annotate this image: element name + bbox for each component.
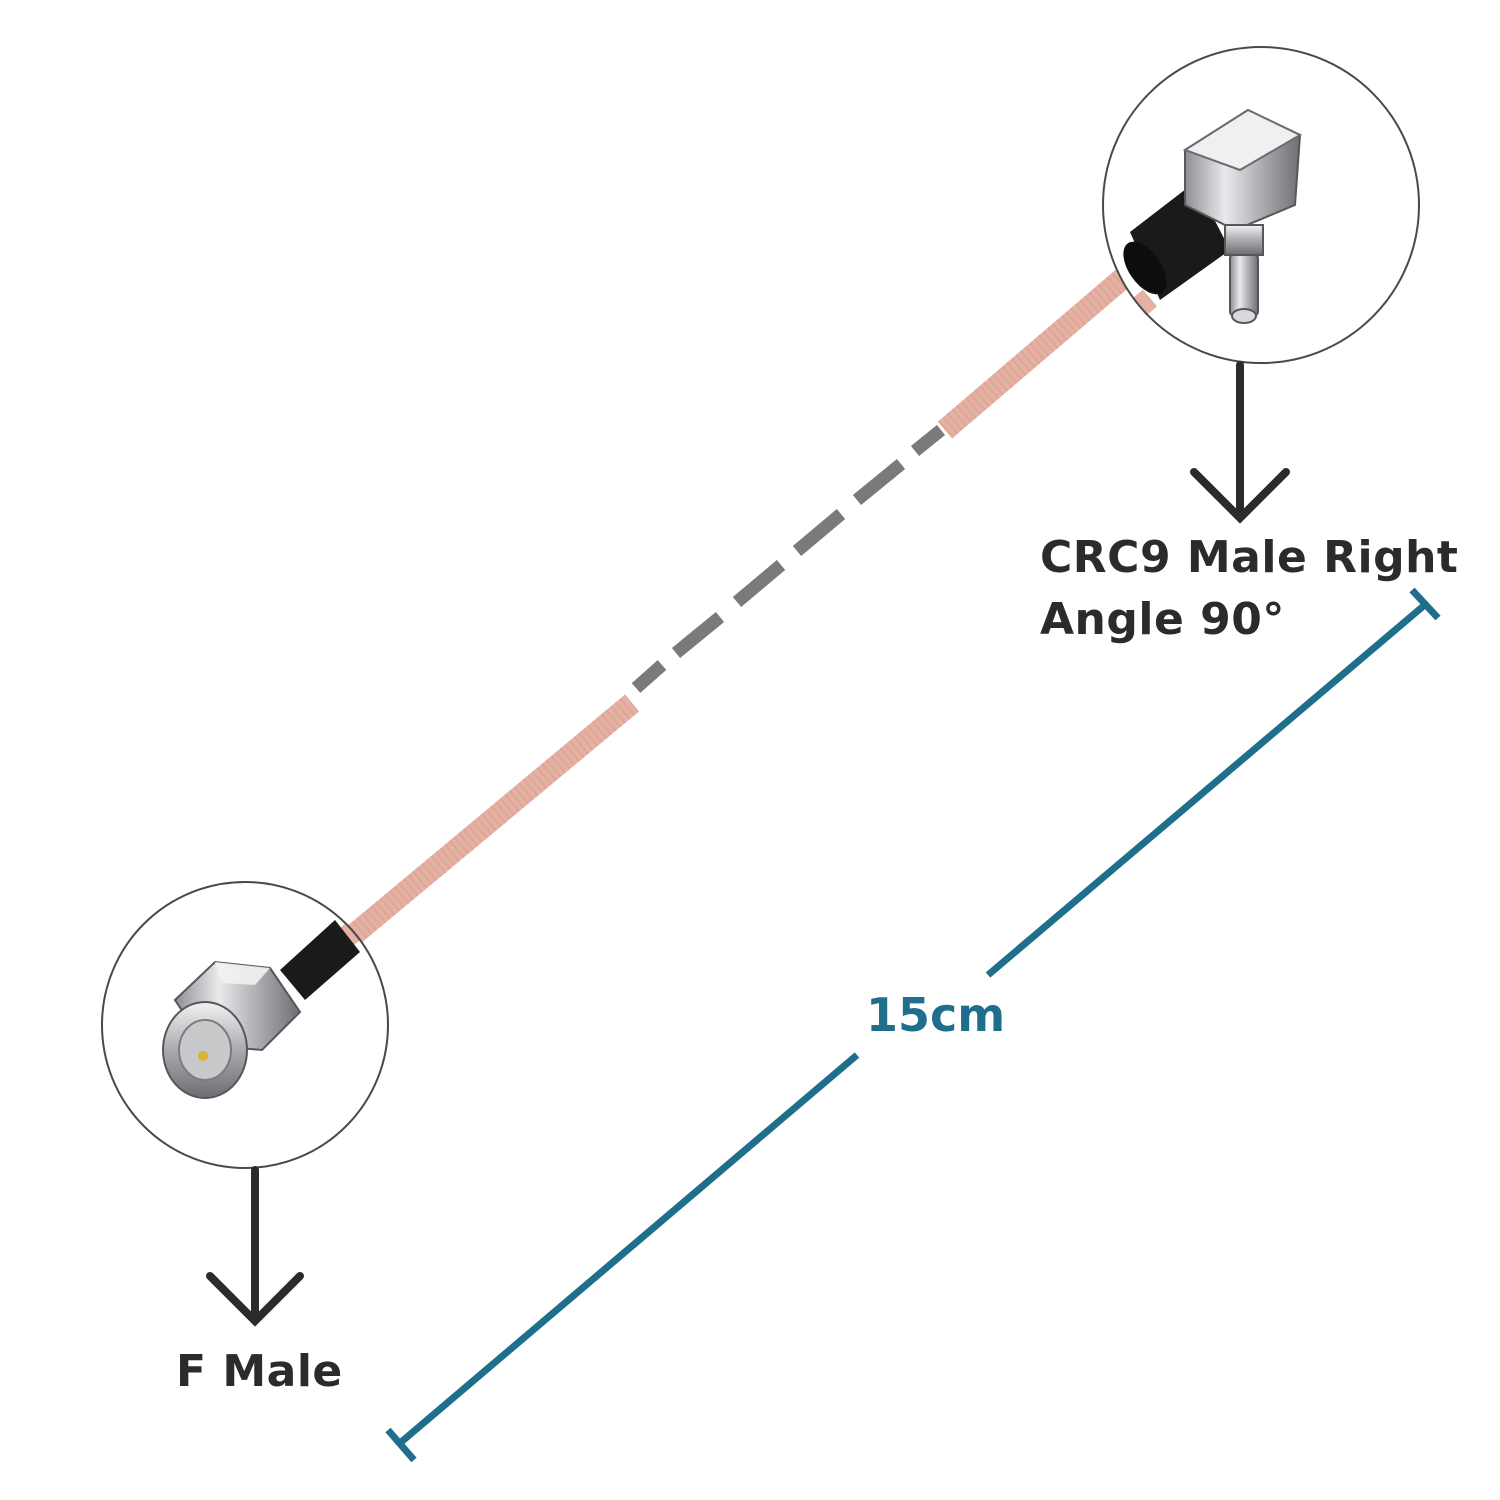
cable-break-dashes (631, 424, 946, 693)
crc9-label-line1: CRC9 Male Right (1040, 532, 1459, 583)
cable-upper-segment (937, 263, 1138, 439)
length-dimension-line (385, 587, 1441, 1463)
crc9-label-line2: Angle 90° (1040, 594, 1285, 645)
crc9-connector-label: CRC9 Male Right Angle 90° (1040, 527, 1458, 651)
bottom-callout-circle (101, 881, 389, 1169)
top-callout-circle (1102, 46, 1420, 364)
crc9-arrow-icon (1190, 361, 1290, 524)
crc9-right-angle-connector-icon (1103, 47, 1419, 363)
cable-length-label: 15cm (866, 988, 1006, 1042)
f-male-connector-label: F Male (176, 1346, 343, 1397)
cable-lower-segment (342, 694, 640, 947)
f-male-arrow-icon (206, 1166, 304, 1327)
